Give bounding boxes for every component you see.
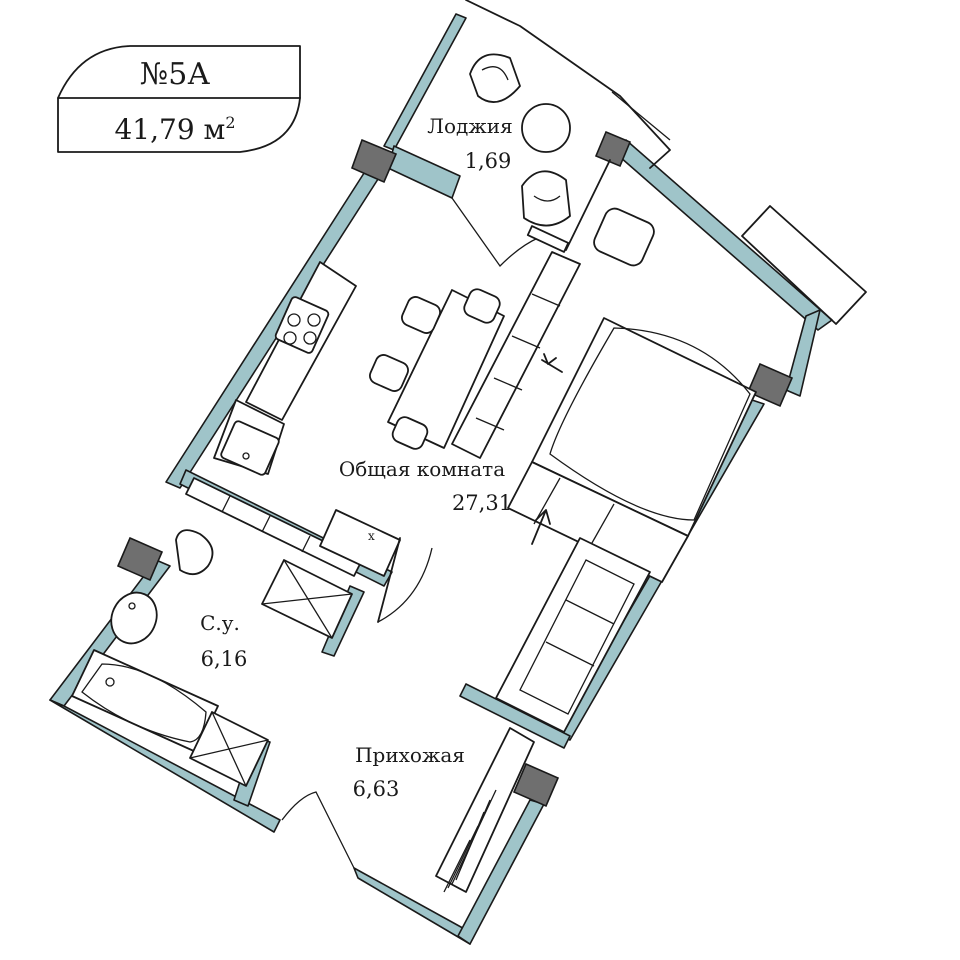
room-area-living: 27,31 xyxy=(452,491,512,515)
bath-door-swing xyxy=(377,547,433,623)
external-block xyxy=(741,205,867,325)
loggia-door xyxy=(526,225,570,253)
apartment-area-value: 41,79 м xyxy=(114,113,225,146)
hall-cabinet xyxy=(319,509,401,577)
wall-bottom-bath xyxy=(49,699,281,833)
room-name-loggia: Лоджия xyxy=(427,114,512,138)
wall-window-corner xyxy=(785,309,821,397)
loggia-table xyxy=(521,103,571,153)
wall-loggia-window xyxy=(387,145,461,199)
toilet xyxy=(175,529,214,576)
apartment-number: №5А xyxy=(140,57,210,92)
doors xyxy=(281,537,433,869)
bath-cabinet-strip xyxy=(185,477,363,577)
area-unit-superscript: 2 xyxy=(225,113,235,132)
bathroom: x xyxy=(71,477,401,787)
washbasin xyxy=(110,591,158,645)
dining-chair-4 xyxy=(391,416,429,450)
loggia-chair-1 xyxy=(469,53,521,103)
sofa xyxy=(495,537,651,733)
column-left xyxy=(116,536,164,582)
kitchen xyxy=(213,261,357,476)
apartment-badge: №5А 41,79 м2 xyxy=(57,45,301,153)
hall-wardrobe xyxy=(435,727,535,893)
loggia-door-swing xyxy=(451,197,539,268)
kitchen-sink xyxy=(220,420,280,476)
entrance-door-swing xyxy=(281,791,355,869)
direction-arrow xyxy=(531,509,551,545)
room-labels: Лоджия 1,69 Общая комната 27,31 С.у. 6,1… xyxy=(200,114,513,801)
bath-door-leaf xyxy=(377,537,401,623)
room-area-loggia: 1,69 xyxy=(465,149,512,173)
dining-chair-3 xyxy=(463,288,501,324)
column-bottom-right xyxy=(512,762,560,808)
apartment-area: 41,79 м2 xyxy=(114,113,235,146)
room-name-hallway: Прихожая xyxy=(355,743,465,767)
column-top-right xyxy=(594,130,632,168)
dining-chair-2 xyxy=(369,354,409,392)
bed xyxy=(507,317,757,583)
storage-cabinet xyxy=(451,251,581,459)
bed-footboard xyxy=(507,461,689,583)
room-name-bathroom: С.у. xyxy=(200,611,240,635)
armchair xyxy=(593,207,655,267)
loggia-chair-2 xyxy=(521,170,571,227)
column-right xyxy=(746,362,794,408)
dining-chair-1 xyxy=(401,296,441,334)
sofa-frame xyxy=(495,537,651,733)
room-area-bathroom: 6,16 xyxy=(201,647,248,671)
svg-text:x: x xyxy=(368,529,375,543)
room-name-living: Общая комната xyxy=(339,457,505,481)
columns xyxy=(116,130,794,808)
column-top-left xyxy=(350,138,398,184)
loggia xyxy=(451,0,671,268)
storage-unit xyxy=(451,251,581,459)
wardrobe-frame xyxy=(435,727,535,893)
dining-set xyxy=(369,288,505,450)
room-area-hallway: 6,63 xyxy=(353,777,400,801)
cooktop xyxy=(274,296,330,354)
